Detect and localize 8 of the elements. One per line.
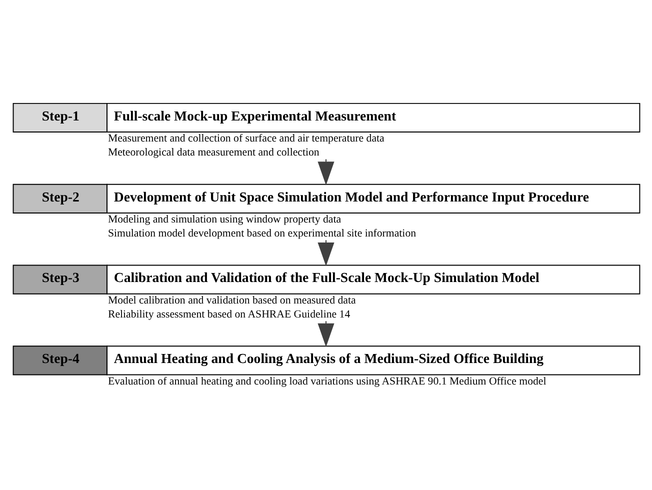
node-label: Model calibration and validation based on measured data — [108, 294, 356, 306]
node-label: Simulation model development based on experimental site information — [108, 226, 416, 239]
arrow — [318, 158, 334, 185]
node-label: Reliability assessment based on ASHRAE Guideline 14 — [108, 308, 350, 320]
node-label: Evaluation of annual heating and cooling load variations using ASHRAE 90.1 Medium Office model — [108, 374, 546, 387]
node-label: Meteorological data measurement and collection — [108, 146, 320, 158]
node-label: Modeling and simulation using window property data — [108, 213, 342, 226]
node-label: Measurement and collection of surface and air temperature data — [108, 132, 384, 144]
